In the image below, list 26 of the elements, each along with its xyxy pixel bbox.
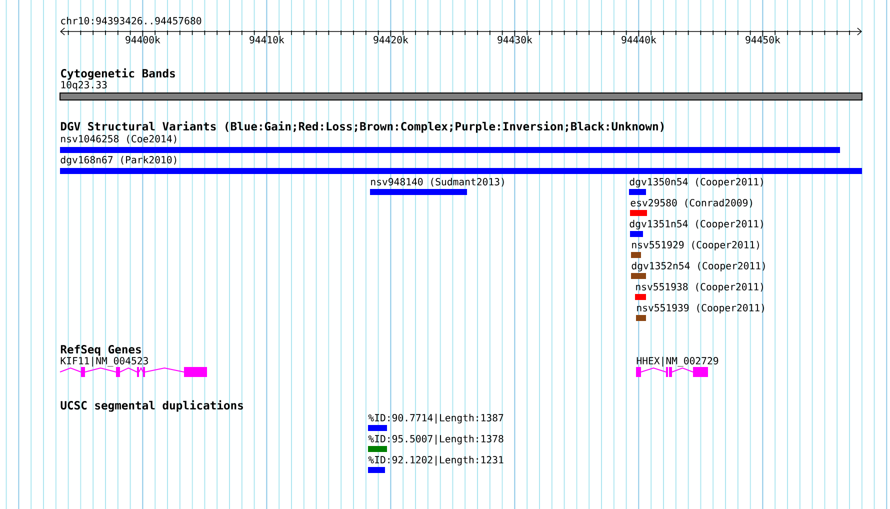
tick-label: 94440k <box>622 36 656 44</box>
track-title: UCSC segmental duplications <box>60 400 243 412</box>
gene-label: KIF11|NM_004523 <box>60 356 148 367</box>
duplication-label: %ID:92.1202|Length:1231 <box>368 456 504 466</box>
tick-label: 94410k <box>250 36 284 44</box>
variant-label: dgv1351n54 (Cooper2011) <box>630 220 763 230</box>
duplication-label: %ID:95.5007|Length:1378 <box>368 434 504 445</box>
variant-label: nsv551929 (Cooper2011) <box>632 240 759 250</box>
band-label: 10q23.33 <box>61 81 107 90</box>
variant-label: nsv551939 (Cooper2011) <box>637 304 764 314</box>
variant-label: dgv168n67 (Park2010) <box>60 156 176 166</box>
variant-label: nsv1046258 (Coe2014) <box>61 134 176 144</box>
tick-label: 94430k <box>498 36 532 44</box>
variant-label: nsv551938 (Cooper2011) <box>636 282 763 292</box>
gene-label: HHEX|NM_002729 <box>636 356 718 367</box>
tick-label: 94450k <box>746 36 780 44</box>
variant-label: dgv1352n54 (Cooper2011) <box>632 262 765 272</box>
variant-label: esv29580 (Conrad2009) <box>630 198 752 208</box>
track-title: Cytogenetic Bands <box>61 68 175 80</box>
track-title: DGV Structural Variants (Blue:Gain;Red:Loss;Brown:Complex;Purple:Inversion;Black:Unknown) <box>60 121 664 133</box>
tick-label: 94400k <box>126 36 160 44</box>
duplication-label: %ID:90.7714|Length:1387 <box>368 414 504 424</box>
variant-label: dgv1350n54 (Cooper2011) <box>630 178 763 188</box>
tick-label: 94420k <box>374 36 408 44</box>
region-coordinates: chr10:94393426..94457680 <box>61 16 202 24</box>
variant-label: nsv948140 (Sudmant2013) <box>371 178 504 187</box>
